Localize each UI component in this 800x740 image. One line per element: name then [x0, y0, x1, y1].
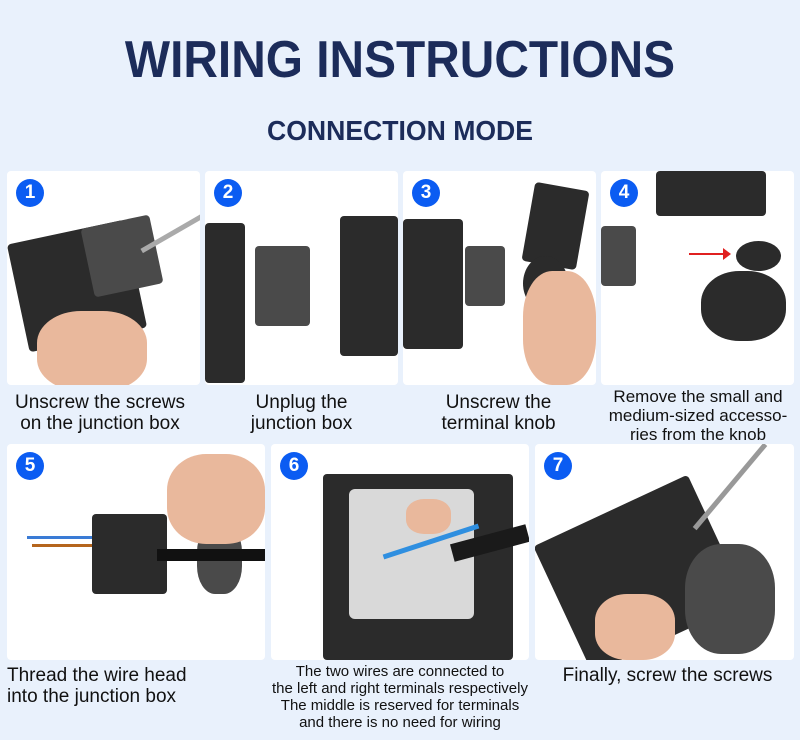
step-4-image: 4: [601, 171, 794, 385]
step-4-caption: Remove the small and medium-sized access…: [598, 387, 798, 444]
step-number-badge: 5: [16, 452, 44, 480]
caption-line: and there is no need for wiring: [299, 714, 501, 731]
step-number-badge: 6: [280, 452, 308, 480]
caption-line: ries from the knob: [629, 425, 767, 444]
caption-line: Finally, screw the screws: [562, 665, 773, 686]
junction-box-photo: [535, 444, 794, 660]
junction-box-photo: [7, 444, 265, 660]
caption-line: the left and right terminals respectivel…: [272, 680, 528, 697]
junction-box-photo: [601, 171, 794, 385]
step-number-badge: 4: [610, 179, 638, 207]
caption-line: Unscrew the screws: [15, 392, 185, 413]
step-6-caption: The two wires are connected to the left …: [240, 663, 560, 731]
junction-box-photo: [403, 171, 596, 385]
step-2-caption: Unplug the junction box: [203, 392, 400, 434]
caption-line: Remove the small and: [613, 387, 783, 406]
step-2-image: 2: [205, 171, 398, 385]
page-subtitle: CONNECTION MODE: [267, 115, 533, 146]
step-number-badge: 2: [214, 179, 242, 207]
caption-line: on the junction box: [20, 413, 180, 434]
step-number-badge: 1: [16, 179, 44, 207]
arrow-icon: [689, 248, 731, 260]
caption-line: The middle is reserved for terminals: [280, 697, 520, 714]
step-number-badge: 3: [412, 179, 440, 207]
caption-line: junction box: [250, 413, 353, 434]
caption-line: Unscrew the: [445, 392, 552, 413]
caption-line: Unplug the: [255, 392, 348, 413]
caption-line: into the junction box: [7, 686, 177, 707]
page-title: WIRING INSTRUCTIONS: [124, 31, 676, 89]
junction-box-photo: [271, 444, 529, 660]
step-3-image: 3: [403, 171, 596, 385]
step-6-image: 6: [271, 444, 529, 660]
step-1-caption: Unscrew the screws on the junction box: [0, 392, 200, 434]
step-3-caption: Unscrew the terminal knob: [400, 392, 597, 434]
caption-line: Thread the wire head: [7, 665, 187, 686]
step-number-badge: 7: [544, 452, 572, 480]
step-5-image: 5: [7, 444, 265, 660]
caption-line: medium-sized accesso-: [608, 406, 788, 425]
caption-line: The two wires are connected to: [295, 663, 505, 680]
step-1-image: 1: [7, 171, 200, 385]
caption-line: terminal knob: [441, 413, 556, 434]
step-7-image: 7: [535, 444, 794, 660]
junction-box-photo: [7, 171, 200, 385]
step-5-caption: Thread the wire head into the junction b…: [0, 665, 200, 707]
junction-box-photo: [205, 171, 398, 385]
step-7-caption: Finally, screw the screws: [545, 665, 790, 686]
